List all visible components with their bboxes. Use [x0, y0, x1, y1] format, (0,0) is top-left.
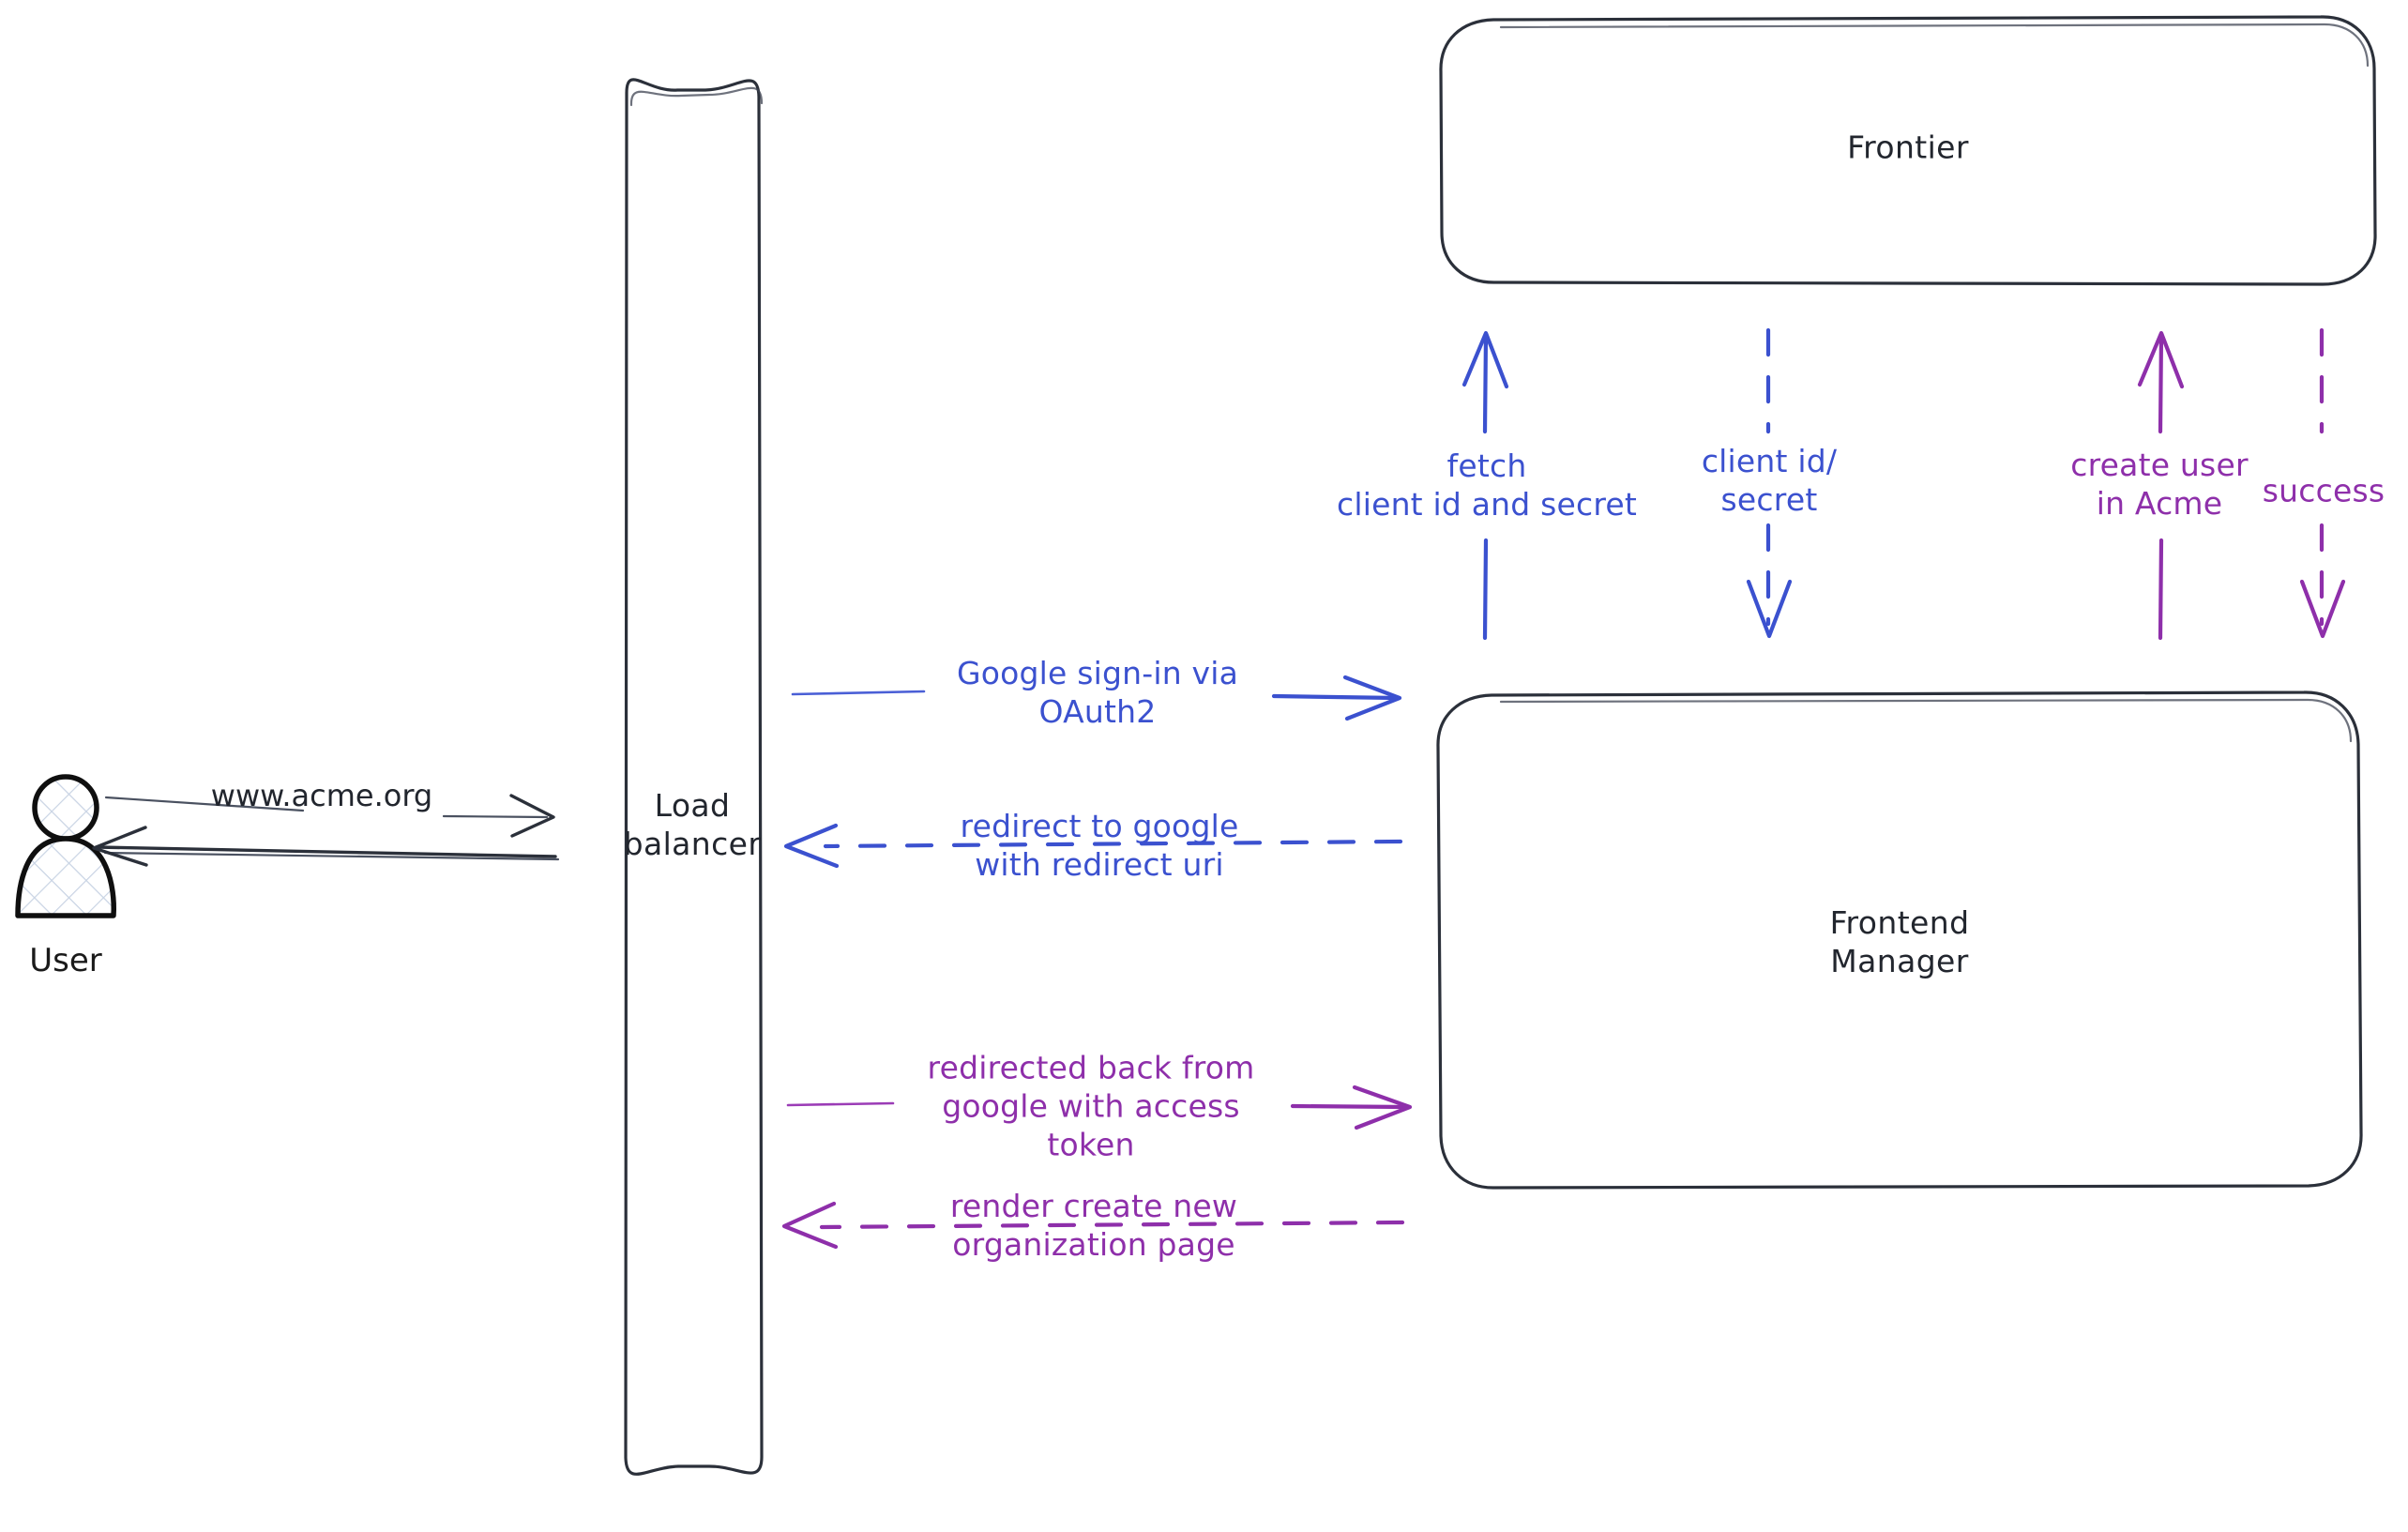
edge-user-to-lb	[104, 794, 555, 838]
node-load-balancer[interactable]	[624, 78, 764, 1476]
edge-frontier-to-fm-success	[2299, 327, 2346, 639]
edge-fm-to-lb-redirect	[783, 823, 1403, 869]
node-frontier[interactable]	[1439, 15, 2377, 286]
edge-lb-to-fm-token	[786, 1085, 1413, 1130]
node-frontend-manager[interactable]	[1436, 690, 2363, 1190]
edge-fm-to-lb-render	[781, 1201, 1405, 1250]
edge-lb-to-user	[92, 826, 560, 867]
edge-fm-to-frontier-create	[2137, 330, 2185, 641]
actor-user[interactable]	[15, 774, 117, 918]
edge-frontier-to-fm-creds	[1746, 327, 1793, 639]
edge-fm-to-frontier-fetch	[1461, 330, 1509, 641]
edge-lb-to-fm-signin	[791, 675, 1402, 721]
